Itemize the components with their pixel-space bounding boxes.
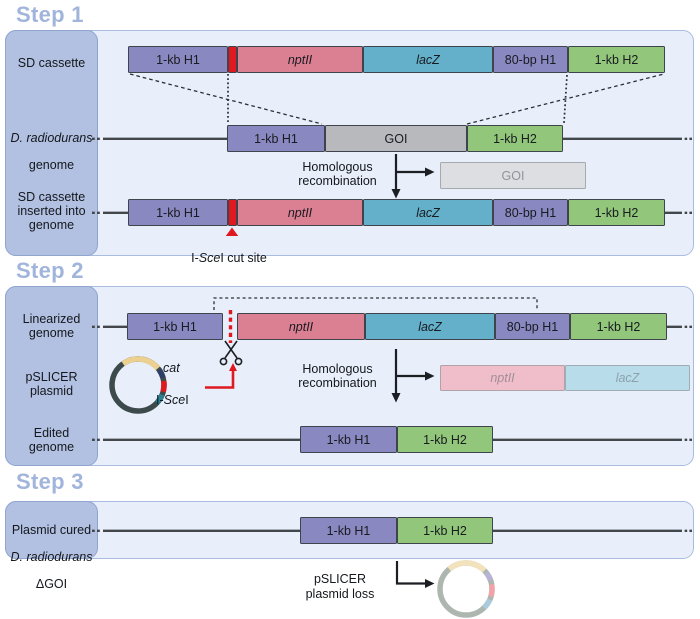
step2-sidebar — [5, 286, 98, 466]
linearized-block-lacz: lacZ — [365, 313, 495, 340]
plasmid-cured-dgoi: ΔGOI — [35, 576, 68, 591]
genome-block-1kb-h2: 1-kb H2 — [467, 125, 563, 152]
lost-plasmid-blue-arc — [482, 598, 493, 610]
genome-block-goi: GOI — [325, 125, 467, 152]
lost-plasmid-ring — [437, 560, 495, 618]
linearized-block-80bp-h1: 80-bp H1 — [495, 313, 570, 340]
excised-lacz-block: lacZ — [565, 365, 690, 391]
cut-site-label: I-SceI cut site — [158, 237, 300, 265]
lost-plasmid-icon — [437, 560, 495, 618]
linearized-block-1kb-h2: 1-kb H2 — [570, 313, 667, 340]
cut-site-label-enzyme: Sce — [198, 251, 221, 265]
inserted-block-nptii: nptII — [237, 199, 363, 226]
step1-title: Step 1 — [16, 2, 84, 27]
step2-title: Step 2 — [16, 258, 84, 283]
linearized-block-nptii: nptII — [237, 313, 365, 340]
inserted-block-lacz: lacZ — [363, 199, 493, 226]
lost-plasmid-lavender-arc — [484, 571, 493, 582]
sidebar-label-plasmid-cured: Plasmid cured D. radiodurans ΔGOI — [5, 510, 98, 591]
lost-plasmid-pink-arc — [488, 584, 495, 597]
sd-cassette-isce1-site-stripe — [228, 46, 237, 73]
sd-cassette-block-80bp-h1: 80-bp H1 — [493, 46, 568, 73]
edited-block-1kb-h2: 1-kb H2 — [397, 426, 493, 453]
sidebar-label-linearized: Linearized genome — [22, 312, 81, 340]
cut-site-label-pre: I- — [191, 251, 199, 265]
sd-cassette-block-1kb-h2: 1-kb H2 — [568, 46, 665, 73]
step3-sidebar — [5, 501, 98, 559]
scei-label-enzyme: Sce — [163, 393, 186, 407]
cured-block-1kb-h2: 1-kb H2 — [397, 517, 493, 544]
plasmid-cured-species: D. radiodurans — [10, 549, 93, 564]
plasmid-loss-arrow — [395, 561, 435, 588]
edited-block-1kb-h1: 1-kb H1 — [300, 426, 397, 453]
inserted-isce1-site-stripe — [228, 199, 237, 226]
linearized-block-1kb-h1: 1-kb H1 — [127, 313, 223, 340]
excised-nptii-block: nptII — [440, 365, 565, 391]
step1-sidebar — [5, 30, 98, 256]
sidebar-label-inserted: SD cassette inserted into genome — [17, 190, 86, 232]
step3-title: Step 3 — [16, 469, 84, 494]
homologous-recombination-label-step1: Homologous recombination — [298, 160, 377, 188]
homologous-recombination-label-step2: Homologous recombination — [298, 362, 377, 390]
genome-word-label: genome — [28, 157, 75, 172]
cut-site-label-post: I cut site — [220, 251, 267, 265]
scei-label-post: I — [185, 393, 189, 407]
sidebar-label-pslicer-plasmid: pSLICER plasmid — [25, 370, 78, 398]
plasmid-scei-label: I-SceI — [156, 379, 189, 407]
sd-cassette-block-lacz: lacZ — [363, 46, 493, 73]
sidebar-label-genome: D. radiodurans genome — [5, 118, 98, 172]
scei-label-pre: I- — [156, 393, 164, 407]
genome-species-label: D. radiodurans — [10, 130, 93, 145]
plasmid-loss-label: pSLICER plasmid loss — [305, 572, 375, 601]
genome-block-1kb-h1: 1-kb H1 — [227, 125, 325, 152]
sd-cassette-block-1kb-h1: 1-kb H1 — [128, 46, 228, 73]
sidebar-label-edited: Edited genome — [28, 426, 75, 454]
lost-plasmid-yellow-arc — [447, 560, 487, 573]
plasmid-cat-label: cat — [163, 361, 180, 375]
sidebar-label-sd-cassette: SD cassette — [17, 56, 86, 70]
plasmid-cured-line1: Plasmid cured — [11, 522, 92, 537]
inserted-block-80bp-h1: 80-bp H1 — [493, 199, 568, 226]
inserted-block-1kb-h1: 1-kb H1 — [128, 199, 228, 226]
inserted-block-1kb-h2: 1-kb H2 — [568, 199, 665, 226]
sd-cassette-block-nptii: nptII — [237, 46, 363, 73]
cured-block-1kb-h1: 1-kb H1 — [300, 517, 397, 544]
excised-goi-block: GOI — [440, 162, 586, 189]
